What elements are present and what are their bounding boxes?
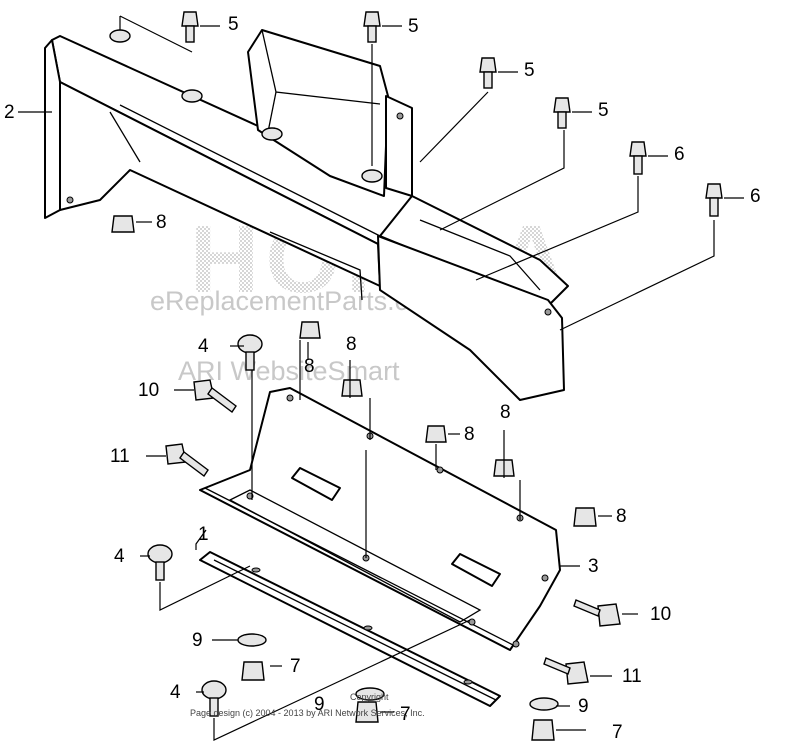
- callout-4c: 4: [170, 682, 181, 703]
- callout-2: 2: [4, 102, 15, 123]
- callout-3: 3: [588, 556, 599, 577]
- bolt-5a: [181, 11, 199, 43]
- callout-11a: 11: [110, 446, 130, 467]
- copyright-text: Page design (c) 2004 - 2013 by ARI Netwo…: [190, 708, 425, 718]
- nut-7b: [355, 701, 379, 723]
- housing-part: [44, 29, 569, 401]
- callout-5d: 5: [598, 100, 609, 121]
- callout-9b: 9: [314, 694, 325, 715]
- bolt-6b: [705, 183, 723, 217]
- callout-6a: 6: [674, 144, 685, 165]
- callout-1: 1: [198, 524, 209, 545]
- callout-11b: 11: [622, 666, 642, 687]
- flange-bolt-11a: [165, 443, 209, 478]
- nut-8c: [341, 379, 363, 397]
- nut-7c: [531, 719, 555, 741]
- callout-7c: 7: [612, 722, 623, 743]
- callout-4a: 4: [198, 336, 209, 357]
- callout-9a: 9: [192, 630, 203, 651]
- bolt-5b: [363, 11, 381, 43]
- flange-bolt-11b: [543, 657, 589, 685]
- flange-bolt-10b: [573, 599, 621, 627]
- scraper-plate: [199, 551, 501, 707]
- callout-8b: 8: [346, 334, 357, 355]
- bolt-5c: [479, 57, 497, 89]
- carriage-bolt-4b: [147, 544, 173, 581]
- callout-8f: 8: [616, 506, 627, 527]
- nut-8b: [299, 321, 321, 339]
- callout-4b: 4: [114, 546, 125, 567]
- callout-8a: 8: [156, 212, 167, 233]
- nut-8d: [425, 425, 447, 443]
- callouts: 2 5 5 5 5 6 6 8 8 8 8 8 8 4 10 11 1 4 3 …: [4, 14, 761, 743]
- bolt-6a: [629, 141, 647, 175]
- carriage-bolt-4c: [201, 680, 227, 717]
- callout-8d: 8: [464, 424, 475, 445]
- callout-8c: 8: [304, 356, 315, 377]
- washer-9a: [237, 633, 267, 647]
- nut-7a: [241, 661, 265, 681]
- callout-5c: 5: [524, 60, 535, 81]
- callout-5b: 5: [408, 16, 419, 37]
- nut-8f: [573, 507, 597, 527]
- callout-10a: 10: [138, 380, 159, 401]
- washer-9b: [355, 687, 385, 701]
- callout-6b: 6: [750, 186, 761, 207]
- carriage-bolt-4a: [237, 334, 263, 371]
- callout-7b: 7: [400, 704, 411, 725]
- callout-7a: 7: [290, 656, 301, 677]
- copyright-label: Copyright: [350, 692, 389, 702]
- watermark-product: ARI WebsiteSmart: [178, 356, 400, 386]
- callout-8e: 8: [500, 402, 511, 423]
- nut-8a: [111, 215, 135, 233]
- bolt-5d: [553, 97, 571, 129]
- flange-bolt-10a: [193, 379, 237, 414]
- leader-lines: [18, 15, 744, 741]
- callout-5a: 5: [228, 14, 239, 35]
- washer-9c: [529, 697, 559, 711]
- callout-9c: 9: [578, 696, 589, 717]
- bracket-part: [199, 387, 561, 651]
- callout-10b: 10: [650, 604, 671, 625]
